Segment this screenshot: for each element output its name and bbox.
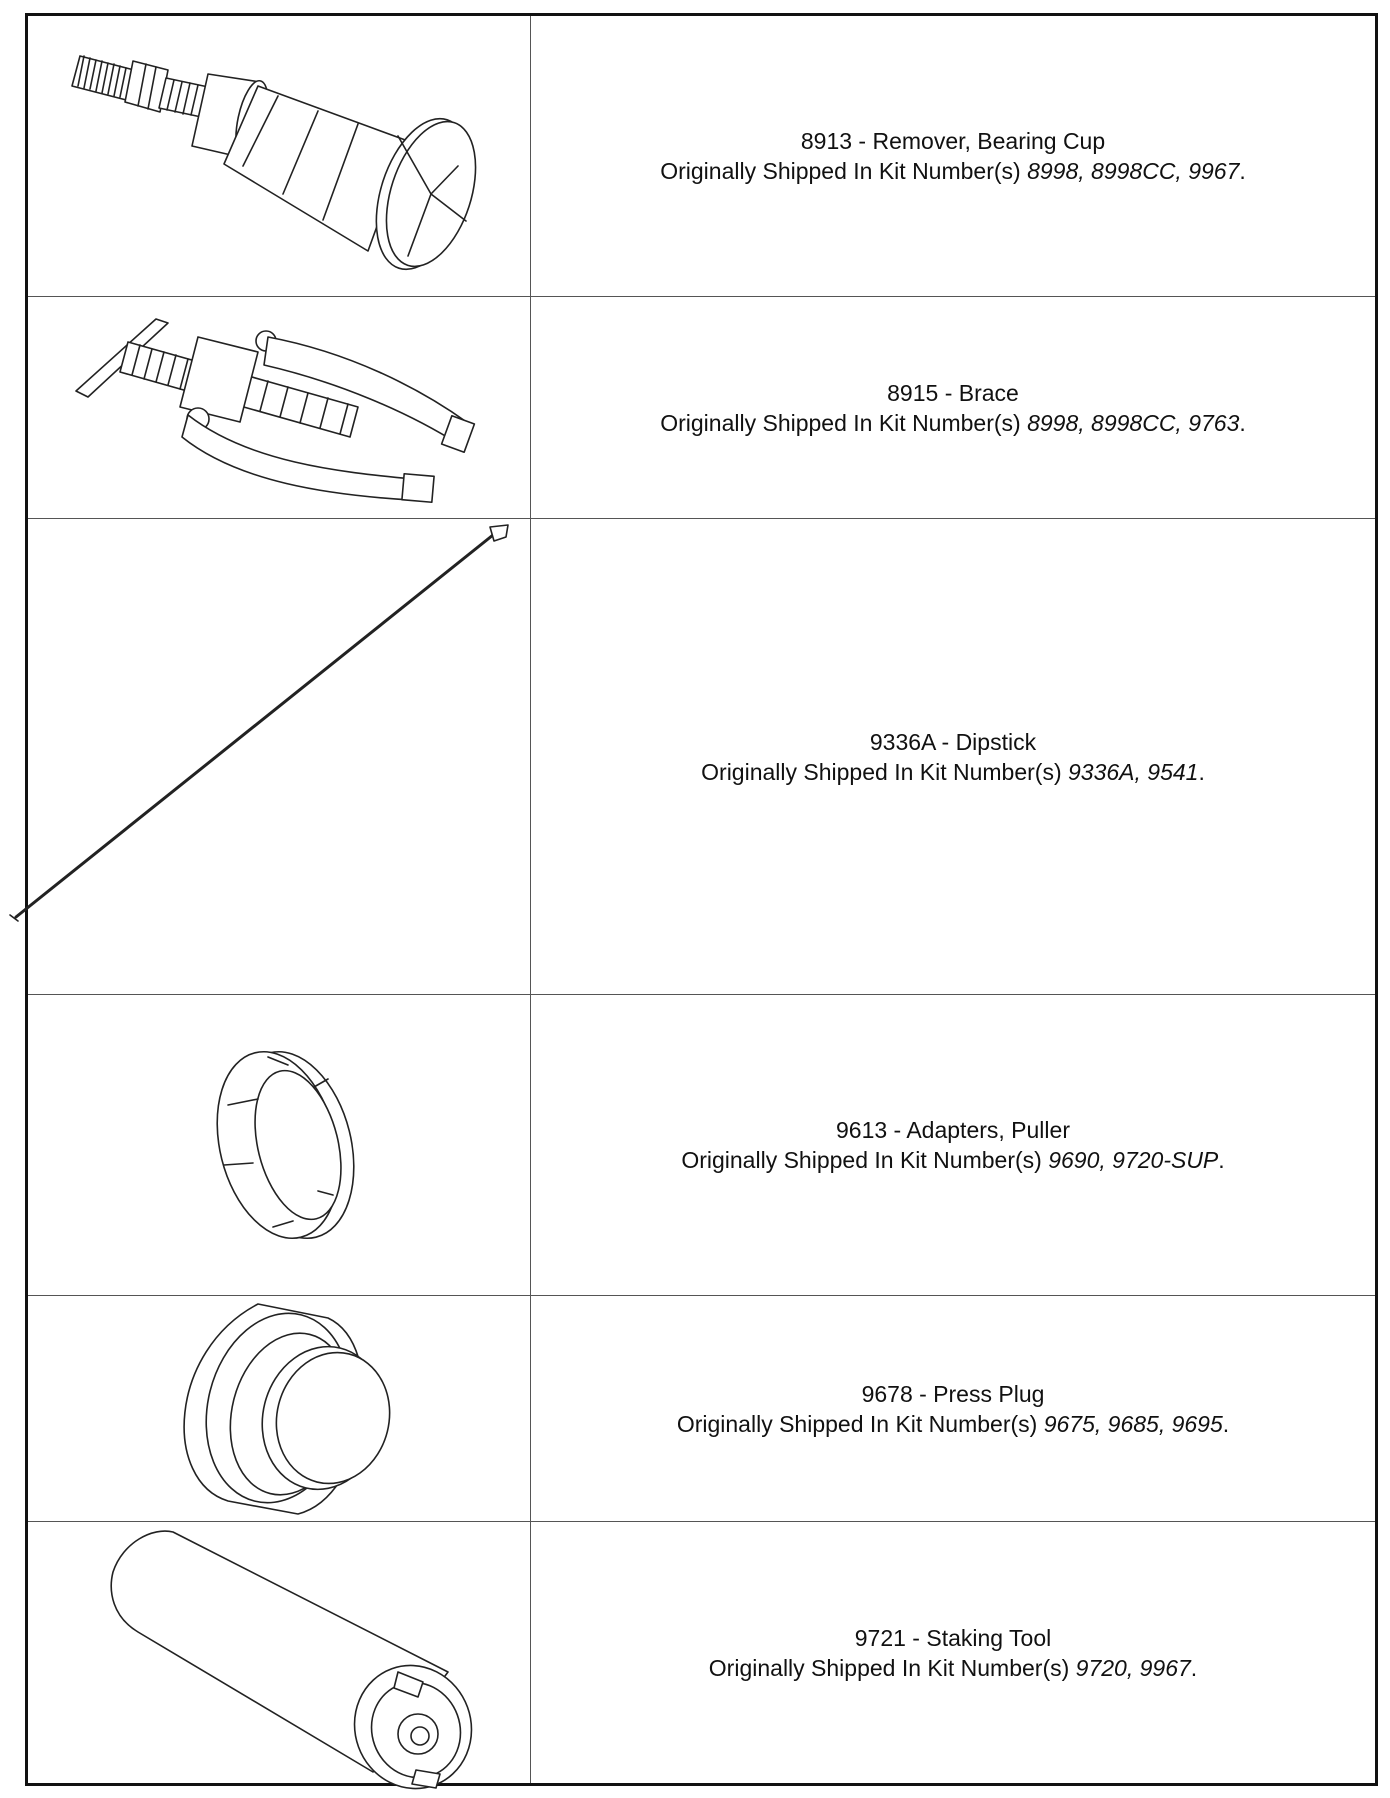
staking-tool-icon (28, 1522, 528, 1782)
kit-numbers: 9720, 9967 (1075, 1654, 1191, 1681)
puller-adapters-icon (28, 995, 528, 1295)
bearing-cup-remover-icon (28, 16, 528, 296)
tool-row: 9336A - Dipstick Originally Shipped In K… (28, 519, 1375, 995)
tool-row: 8915 - Brace Originally Shipped In Kit N… (28, 297, 1375, 519)
tool-table: 8913 - Remover, Bearing Cup Originally S… (25, 13, 1378, 1786)
tool-image-cell (28, 1296, 531, 1521)
kit-suffix: . (1218, 1147, 1225, 1173)
kit-suffix: . (1198, 758, 1205, 785)
kit-numbers-line: Originally Shipped In Kit Number(s) 9336… (701, 757, 1205, 787)
tool-title: 9721 - Staking Tool (854, 1624, 1052, 1651)
tool-description: 9336A - Dipstick Originally Shipped In K… (531, 519, 1375, 994)
kit-prefix: Originally Shipped In Kit Number(s) (701, 758, 1069, 785)
tool-image-cell (28, 995, 531, 1295)
kit-numbers: 9336A, 9541 (1068, 758, 1199, 785)
tool-title: 9336A - Dipstick (869, 728, 1037, 755)
kit-numbers-line: Originally Shipped In Kit Number(s) 9720… (709, 1653, 1197, 1683)
kit-suffix: . (1239, 409, 1246, 436)
tool-row: 9613 - Adapters, Puller Originally Shipp… (28, 995, 1375, 1296)
kit-numbers-line: Originally Shipped In Kit Number(s) 8998… (660, 156, 1246, 186)
kit-prefix: Originally Shipped In Kit Number(s) (708, 1654, 1076, 1681)
tool-description: 9721 - Staking Tool Originally Shipped I… (531, 1522, 1375, 1783)
tool-row: 9721 - Staking Tool Originally Shipped I… (28, 1522, 1375, 1783)
kit-prefix: Originally Shipped In Kit Number(s) (676, 1410, 1044, 1437)
tool-title: 9678 - Press Plug (861, 1380, 1045, 1407)
kit-prefix: Originally Shipped In Kit Number(s) (681, 1147, 1049, 1173)
kit-numbers: 9675, 9685, 9695 (1043, 1410, 1223, 1437)
kit-prefix: Originally Shipped In Kit Number(s) (660, 409, 1028, 436)
dipstick-icon (28, 519, 528, 995)
kit-suffix: . (1222, 1410, 1230, 1437)
press-plug-icon (28, 1296, 528, 1522)
brace-puller-icon (28, 297, 528, 517)
tool-image-cell (28, 297, 531, 518)
kit-prefix: Originally Shipped In Kit Number(s) (660, 158, 1028, 184)
tool-row: 8913 - Remover, Bearing Cup Originally S… (28, 16, 1375, 297)
tool-title: 8915 - Brace (887, 379, 1019, 406)
tool-description: 9613 - Adapters, Puller Originally Shipp… (531, 995, 1375, 1295)
kit-numbers: 8998, 8998CC, 9763 (1027, 409, 1240, 436)
kit-suffix: . (1239, 158, 1246, 184)
tool-image-cell (28, 1522, 531, 1783)
kit-numbers-line: Originally Shipped In Kit Number(s) 9690… (681, 1145, 1224, 1175)
tool-image-cell (28, 519, 531, 994)
tool-row: 9678 - Press Plug Originally Shipped In … (28, 1296, 1375, 1522)
kit-numbers: 8998, 8998CC, 9967 (1027, 158, 1240, 184)
tool-description: 8913 - Remover, Bearing Cup Originally S… (531, 16, 1375, 296)
kit-numbers-line: Originally Shipped In Kit Number(s) 8998… (660, 408, 1246, 438)
kit-numbers-line: Originally Shipped In Kit Number(s) 9675… (677, 1409, 1229, 1439)
kit-suffix: . (1190, 1654, 1198, 1681)
tool-title: 8913 - Remover, Bearing Cup (800, 128, 1106, 154)
tool-title: 9613 - Adapters, Puller (836, 1117, 1070, 1143)
tool-description: 8915 - Brace Originally Shipped In Kit N… (531, 297, 1375, 518)
tool-image-cell (28, 16, 531, 296)
tool-description: 9678 - Press Plug Originally Shipped In … (531, 1296, 1375, 1521)
kit-numbers: 9690, 9720-SUP (1048, 1147, 1219, 1173)
